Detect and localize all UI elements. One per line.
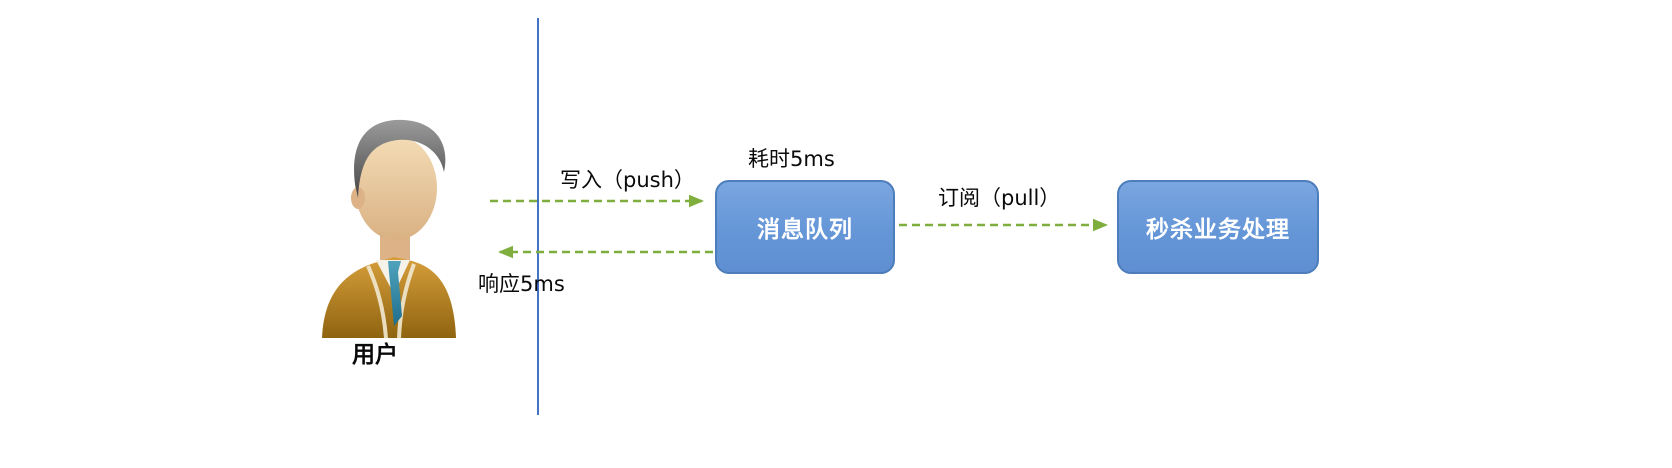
user-lapel-right <box>397 263 416 338</box>
divider-line <box>537 18 539 415</box>
response-time-label: 响应5ms <box>478 272 565 296</box>
user-label: 用户 <box>352 342 398 368</box>
seckill-processor-node: 秒杀业务处理 <box>1117 180 1319 274</box>
message-queue-node: 消息队列 <box>715 180 895 274</box>
push-arrow-label: 写入（push） <box>560 168 695 192</box>
user-tie <box>388 261 402 326</box>
user-lapel-left <box>366 265 388 338</box>
queue-time-label: 耗时5ms <box>748 147 835 171</box>
user-jacket <box>322 257 456 338</box>
user-head <box>355 136 437 240</box>
pull-arrow-label: 订阅（pull） <box>938 186 1061 210</box>
user-icon <box>322 119 456 338</box>
user-hair <box>354 119 446 198</box>
message-queue-label: 消息队列 <box>757 217 853 243</box>
seckill-processor-label: 秒杀业务处理 <box>1146 217 1290 243</box>
